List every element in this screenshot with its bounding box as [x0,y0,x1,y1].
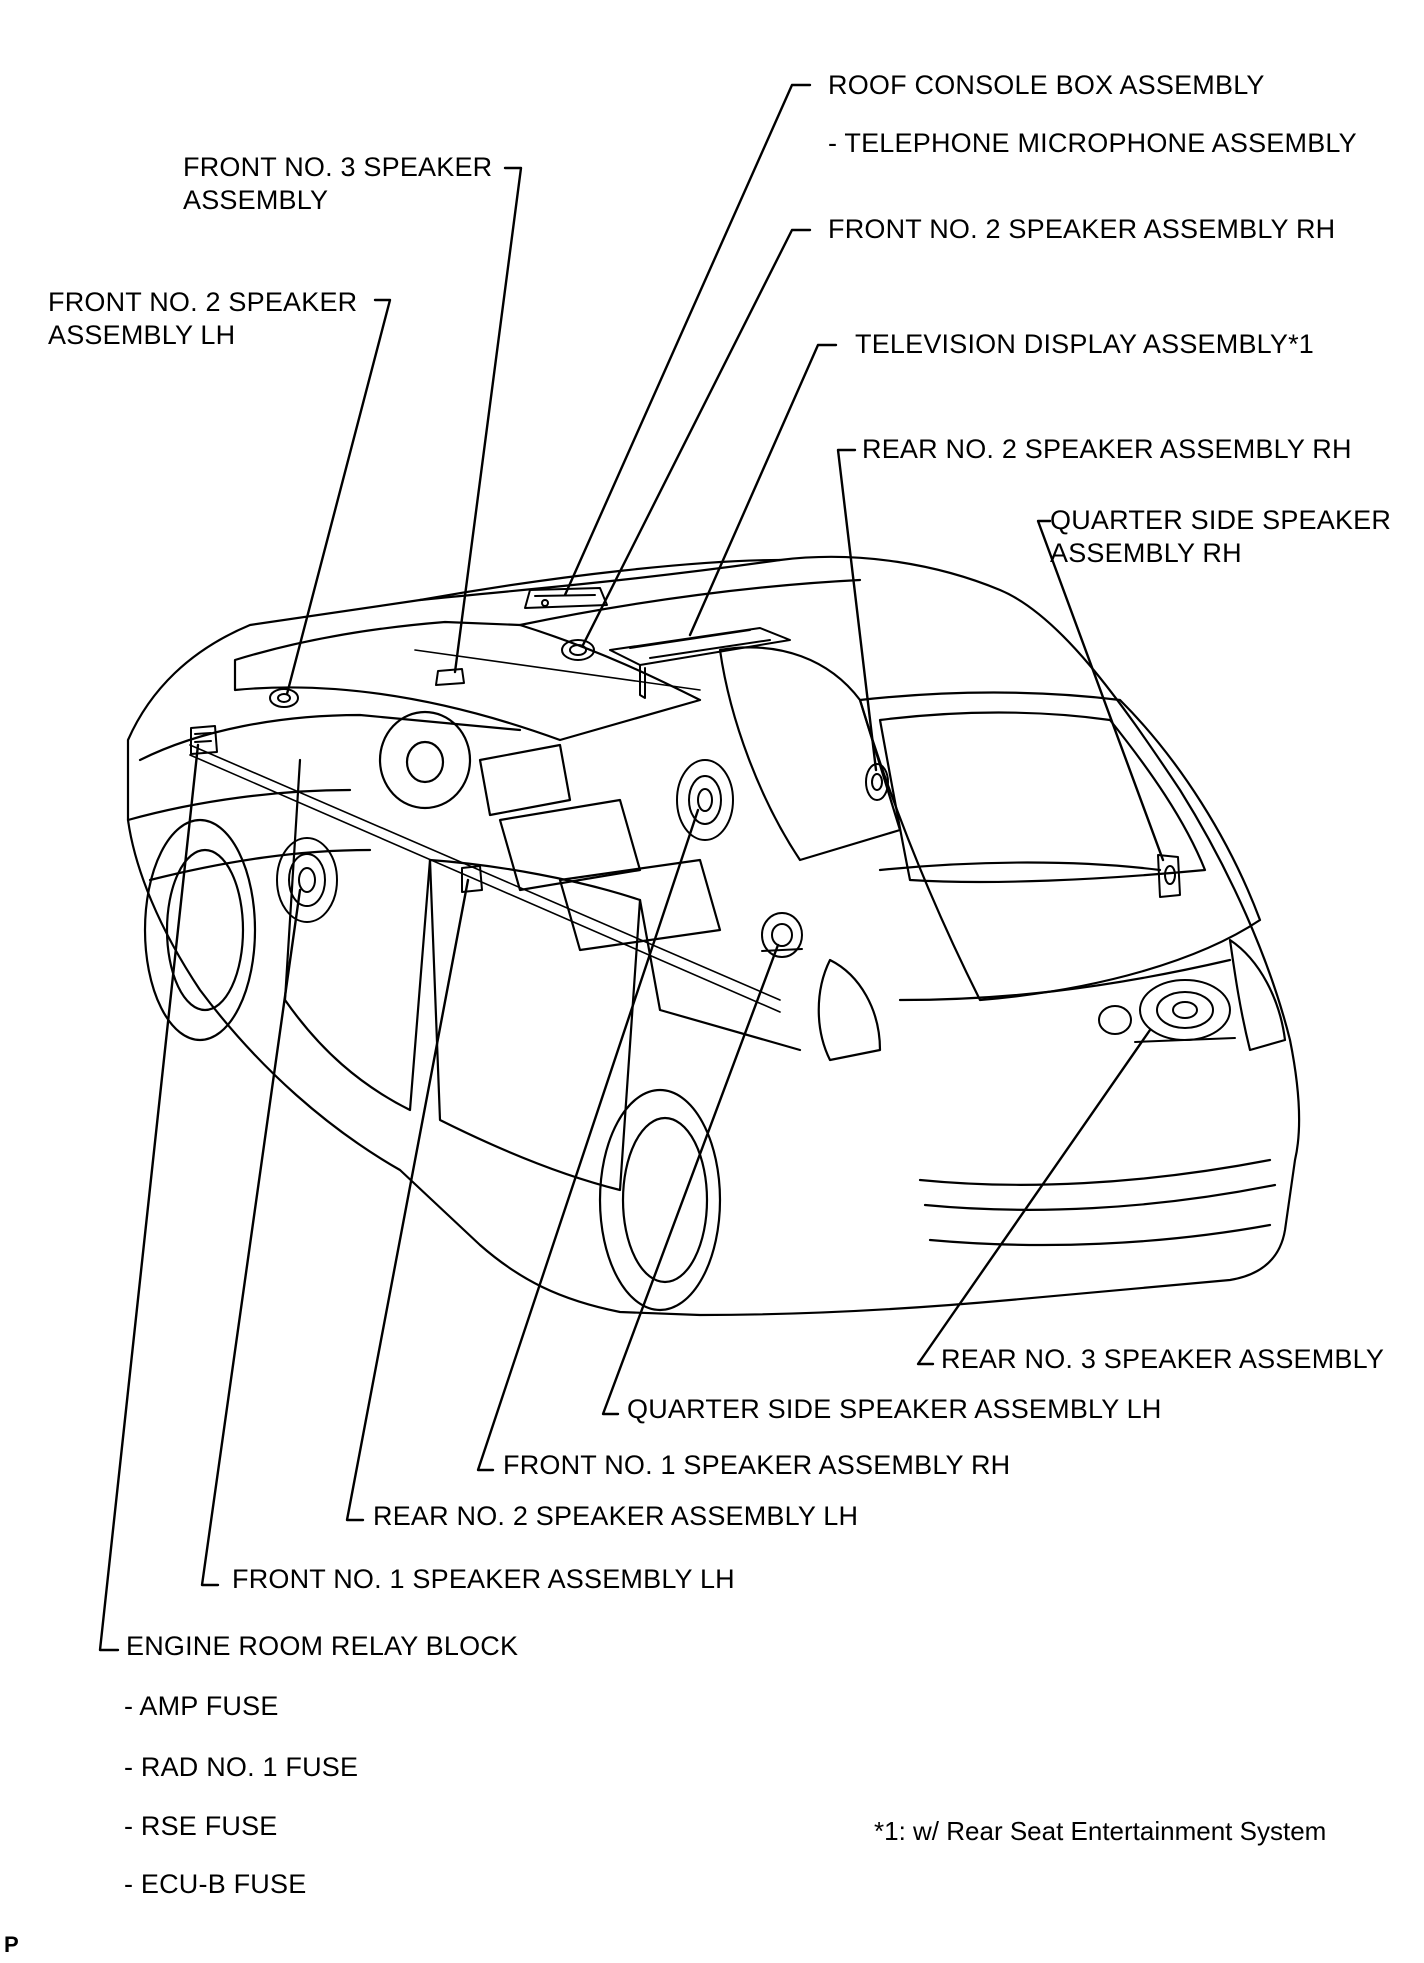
leader-engine-relay [98,743,200,1652]
label-quarter-lh: QUARTER SIDE SPEAKER ASSEMBLY LH [627,1394,1162,1424]
rear-bumper [918,1158,1272,1186]
leader-tv-display [688,343,838,637]
label-front2-rh: FRONT NO. 2 SPEAKER ASSEMBLY RH [828,214,1336,244]
footnote: *1: w/ Rear Seat Entertainment System [874,1816,1327,1846]
label-front3-line2: ASSEMBLY [183,185,329,215]
leader-rear2-lh [345,878,470,1522]
leader-quarter-rh [1036,519,1165,862]
label-front2-lh-line2: ASSEMBLY LH [48,320,236,350]
rear-side-window [718,646,902,862]
quarter-side-speaker-lh [761,912,803,958]
rear-window [878,711,1207,884]
leader-front3 [453,166,523,674]
label-quarter-rh-line1: QUARTER SIDE SPEAKER [1050,505,1392,535]
front-no3-speaker [435,668,465,686]
television-display [609,627,791,699]
label-fuse-rad1: - RAD NO. 1 FUSE [124,1752,359,1782]
tail-light-right [1228,938,1287,1052]
label-front2-lh-line1: FRONT NO. 2 SPEAKER [48,287,358,317]
label-engine-relay: ENGINE ROOM RELAY BLOCK [126,1631,519,1661]
label-front1-rh: FRONT NO. 1 SPEAKER ASSEMBLY RH [503,1450,1011,1480]
tailgate [858,691,1262,1002]
front-no1-speaker-lh [276,837,338,923]
leader-rear3 [916,1028,1152,1366]
label-front3-line1: FRONT NO. 3 SPEAKER [183,152,493,182]
leader-front2-lh [285,298,392,696]
quarter-side-speaker-rh [1157,854,1181,898]
label-fuse-amp: - AMP FUSE [124,1691,279,1721]
label-rear2-lh: REAR NO. 2 SPEAKER ASSEMBLY LH [373,1501,859,1531]
rear-no2-speaker-lh [461,865,483,893]
engine-room-relay-block [190,725,218,755]
vehicle-illustration [126,555,1301,1317]
leader-quarter-lh [601,943,780,1416]
windshield [233,620,702,742]
leader-front1-lh [200,888,302,1587]
rear-no2-speaker-rh [865,763,889,801]
label-quarter-rh-line2: ASSEMBLY RH [1050,538,1242,568]
sliding-door [428,858,642,1192]
rear-wheel [598,1088,722,1312]
leader-rear2-rh [836,448,878,772]
tail-light-left [817,958,882,1062]
rear-no3-speaker [1098,979,1236,1043]
front-no1-speaker-rh [676,759,734,841]
label-roof-console-sub: - TELEPHONE MICROPHONE ASSEMBLY [828,128,1357,158]
label-rear3: REAR NO. 3 SPEAKER ASSEMBLY [941,1344,1385,1374]
label-front1-lh: FRONT NO. 1 SPEAKER ASSEMBLY LH [232,1564,735,1594]
components [190,587,1236,1043]
front-no2-speaker-lh [269,688,299,708]
label-roof-console: ROOF CONSOLE BOX ASSEMBLY [828,70,1265,100]
label-fuse-ecub: - ECU-B FUSE [124,1869,307,1899]
vehicle-body-outline [126,555,1301,1317]
page-mark: P [4,1932,19,1957]
front-no2-speaker-rh [561,639,595,661]
leader-lines [98,83,1165,1652]
front-wheel [143,818,257,1042]
steering-wheel [378,710,472,810]
wire-harness [189,744,781,1001]
label-tv-display: TELEVISION DISPLAY ASSEMBLY*1 [855,329,1314,359]
label-fuse-rse: - RSE FUSE [124,1811,278,1841]
label-rear2-rh: REAR NO. 2 SPEAKER ASSEMBLY RH [862,434,1352,464]
leader-front1-rh [476,808,700,1472]
leader-front2-rh [581,228,812,647]
leader-roof-console [563,83,812,597]
front-door [283,758,432,1112]
